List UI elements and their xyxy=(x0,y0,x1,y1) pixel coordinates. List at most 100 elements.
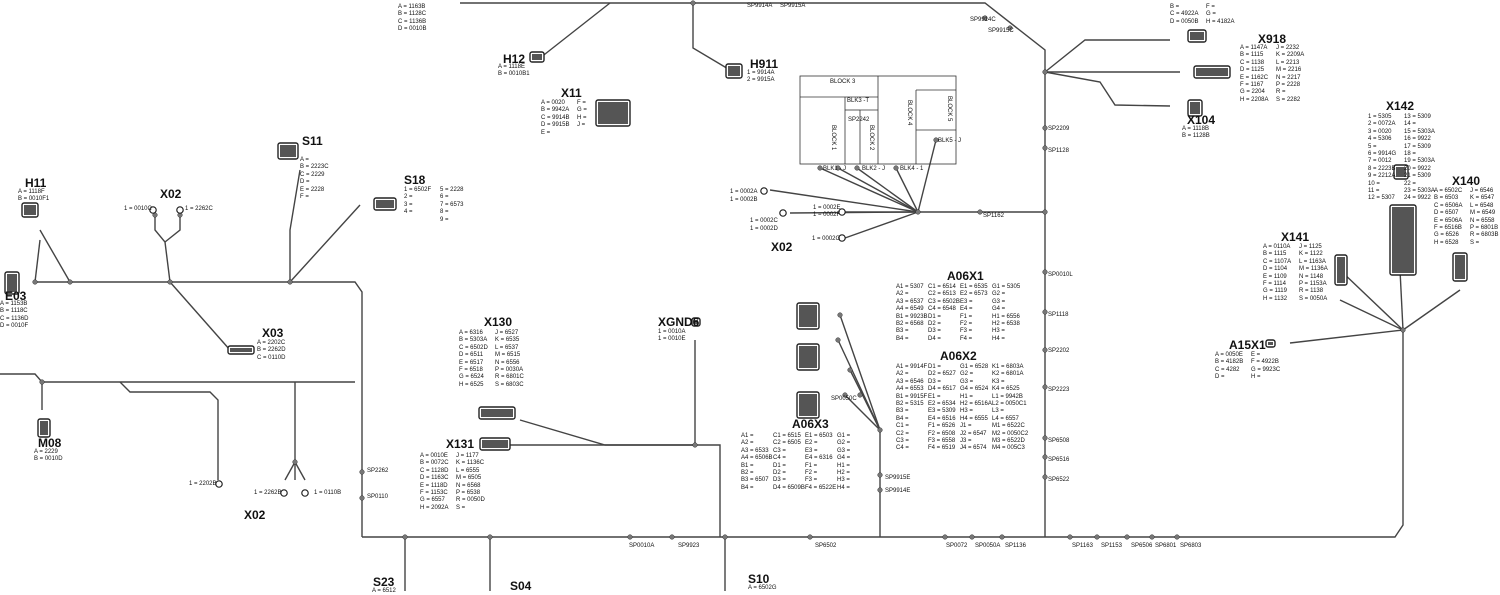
pin-assignment: G1 = 6528 xyxy=(960,364,989,370)
pin-assignment: E3 = 5309 xyxy=(928,408,956,415)
connector-cavity xyxy=(1190,32,1204,40)
ring-terminal xyxy=(779,209,787,217)
pin-assignment: D4 = 6517 xyxy=(928,386,956,393)
pin-assignment: B4 = xyxy=(741,484,754,491)
pin-assignment: H3 = xyxy=(837,477,850,484)
connector-cavity xyxy=(799,305,817,327)
pin-assignment: A = 1118B xyxy=(1182,126,1209,132)
pin-assignment: 2 = 0072A xyxy=(1368,121,1396,128)
splice-label-sp9914c: SP9914C xyxy=(970,17,996,23)
pin-assignment: C2 = xyxy=(896,430,909,437)
pin-assignment: A = 0020 xyxy=(541,100,565,106)
splice-node xyxy=(942,534,948,540)
pin-assignment: F = 6516B xyxy=(1434,225,1462,232)
splice-node xyxy=(982,15,988,21)
sp2242-label: SP2242 xyxy=(848,117,870,123)
pin-assignment: L4 = 6557 xyxy=(992,415,1019,422)
splice-label-sp0050a: SP0050A xyxy=(975,543,1001,549)
pin-assignment: P = 6538 xyxy=(456,490,481,497)
splice-node xyxy=(1174,534,1180,540)
pin-assignment: E = 1162C xyxy=(1240,74,1269,81)
pin-assignment: A = 0050E xyxy=(1215,352,1243,358)
splice-node xyxy=(854,165,860,171)
splice-label-sp9915a: SP9915A xyxy=(780,3,806,9)
pin-assignment: C3 = xyxy=(773,447,786,454)
pin-assignment: 3 = xyxy=(404,201,413,208)
connector-top-right-pin-column: F =G =H = 4182A xyxy=(1206,4,1235,26)
block-frame xyxy=(799,75,957,165)
ring-terminal xyxy=(301,489,309,497)
pin-assignment: C = 6502D xyxy=(459,344,488,351)
pin-assignment: G = 1119 xyxy=(1263,288,1287,295)
block-5-label: BLOCK 5 xyxy=(946,96,952,122)
splice-label-sp1162: SP1162 xyxy=(983,213,1004,219)
pin-assignment: A4 = 6506B xyxy=(741,455,773,462)
splice-label-sp9915c: SP9915C xyxy=(988,28,1014,34)
pin-assignment: 4 = 5306 xyxy=(1368,136,1392,143)
splice-node xyxy=(1042,145,1048,151)
pin-assignment: G3 = xyxy=(960,378,974,385)
pin-assignment: H = xyxy=(1251,374,1261,381)
pin-assignment: S = xyxy=(1470,239,1480,246)
connector-a06x3-title: A06X3 xyxy=(792,417,829,431)
pin-assignment: C2 = 6505 xyxy=(773,440,801,447)
splice-node xyxy=(1042,309,1048,315)
pin-assignment: E4 = xyxy=(960,306,973,313)
pin-assignment: C = 0110D xyxy=(257,354,286,361)
splice-label-sp2262: SP2262 xyxy=(367,468,389,474)
pin-assignment: G2 = xyxy=(837,440,851,447)
pin-assignment: E2 = 6534 xyxy=(928,401,956,408)
pin-assignment: K = 2209A xyxy=(1276,52,1305,59)
connector-x140-title: X140 xyxy=(1452,174,1481,188)
x02-pin-label: 1 = 2262C xyxy=(185,206,213,212)
pin-assignment: D2 = 6527 xyxy=(928,371,956,378)
pin-assignment: 20 = 9922 xyxy=(1404,165,1431,172)
connector-a06x1-title: A06X1 xyxy=(947,269,984,283)
pin-assignment: F3 = xyxy=(805,477,818,484)
pin-assignment: G4 = xyxy=(837,455,851,462)
pin-assignment: K = 1122 xyxy=(1299,251,1323,258)
connector-xgnd6-title: XGND6 xyxy=(658,315,700,329)
pin-assignment: F1 = 6526 xyxy=(928,423,956,430)
pin-assignment: A2 = xyxy=(741,440,754,447)
pin-assignment: C1 = 6515 xyxy=(773,433,801,439)
pin-assignment: F4 = 6519 xyxy=(928,445,956,452)
pin-assignment: C3 = 6502B xyxy=(928,298,960,305)
pin-assignment: G = 2204 xyxy=(1240,89,1265,96)
ring-terminal xyxy=(838,234,846,242)
pin-assignment: B1 = xyxy=(741,462,754,469)
pin-assignment: C = 1107A xyxy=(1263,258,1292,265)
ring-terminal xyxy=(149,206,157,214)
pin-assignment: F2 = xyxy=(805,470,818,477)
pin-assignment: C = 1128D xyxy=(420,467,449,474)
splice-node xyxy=(487,534,493,540)
connector-cavity xyxy=(1337,257,1345,283)
connector-x03-title: X03 xyxy=(262,326,284,340)
pin-assignment: C = 1138 xyxy=(1240,59,1265,66)
pin-assignment: J2 = 6547 xyxy=(960,430,987,437)
splice-label-sp1163: SP1163 xyxy=(1072,543,1093,549)
pin-assignment: L = 2213 xyxy=(1276,59,1300,66)
pin-assignment: B = 2262D xyxy=(257,347,286,354)
pin-assignment: D = 0010F xyxy=(0,323,29,330)
pin-assignment: 16 = 9922 xyxy=(1404,136,1431,143)
connector-x11-pin-column: F =G =H =J = xyxy=(577,100,587,130)
connector-cavity xyxy=(230,348,252,352)
x02-pin-label: 1 = 0002C xyxy=(750,218,778,224)
pin-assignment: 12 = 5307 xyxy=(1368,195,1395,202)
pin-assignment: A = 1163B xyxy=(398,4,426,10)
pin-assignment: J = 1125 xyxy=(1299,244,1322,250)
splice-node xyxy=(807,534,813,540)
pin-assignment: A3 = 6533 xyxy=(741,447,769,454)
pin-assignment: B2 = 5315 xyxy=(896,401,924,408)
